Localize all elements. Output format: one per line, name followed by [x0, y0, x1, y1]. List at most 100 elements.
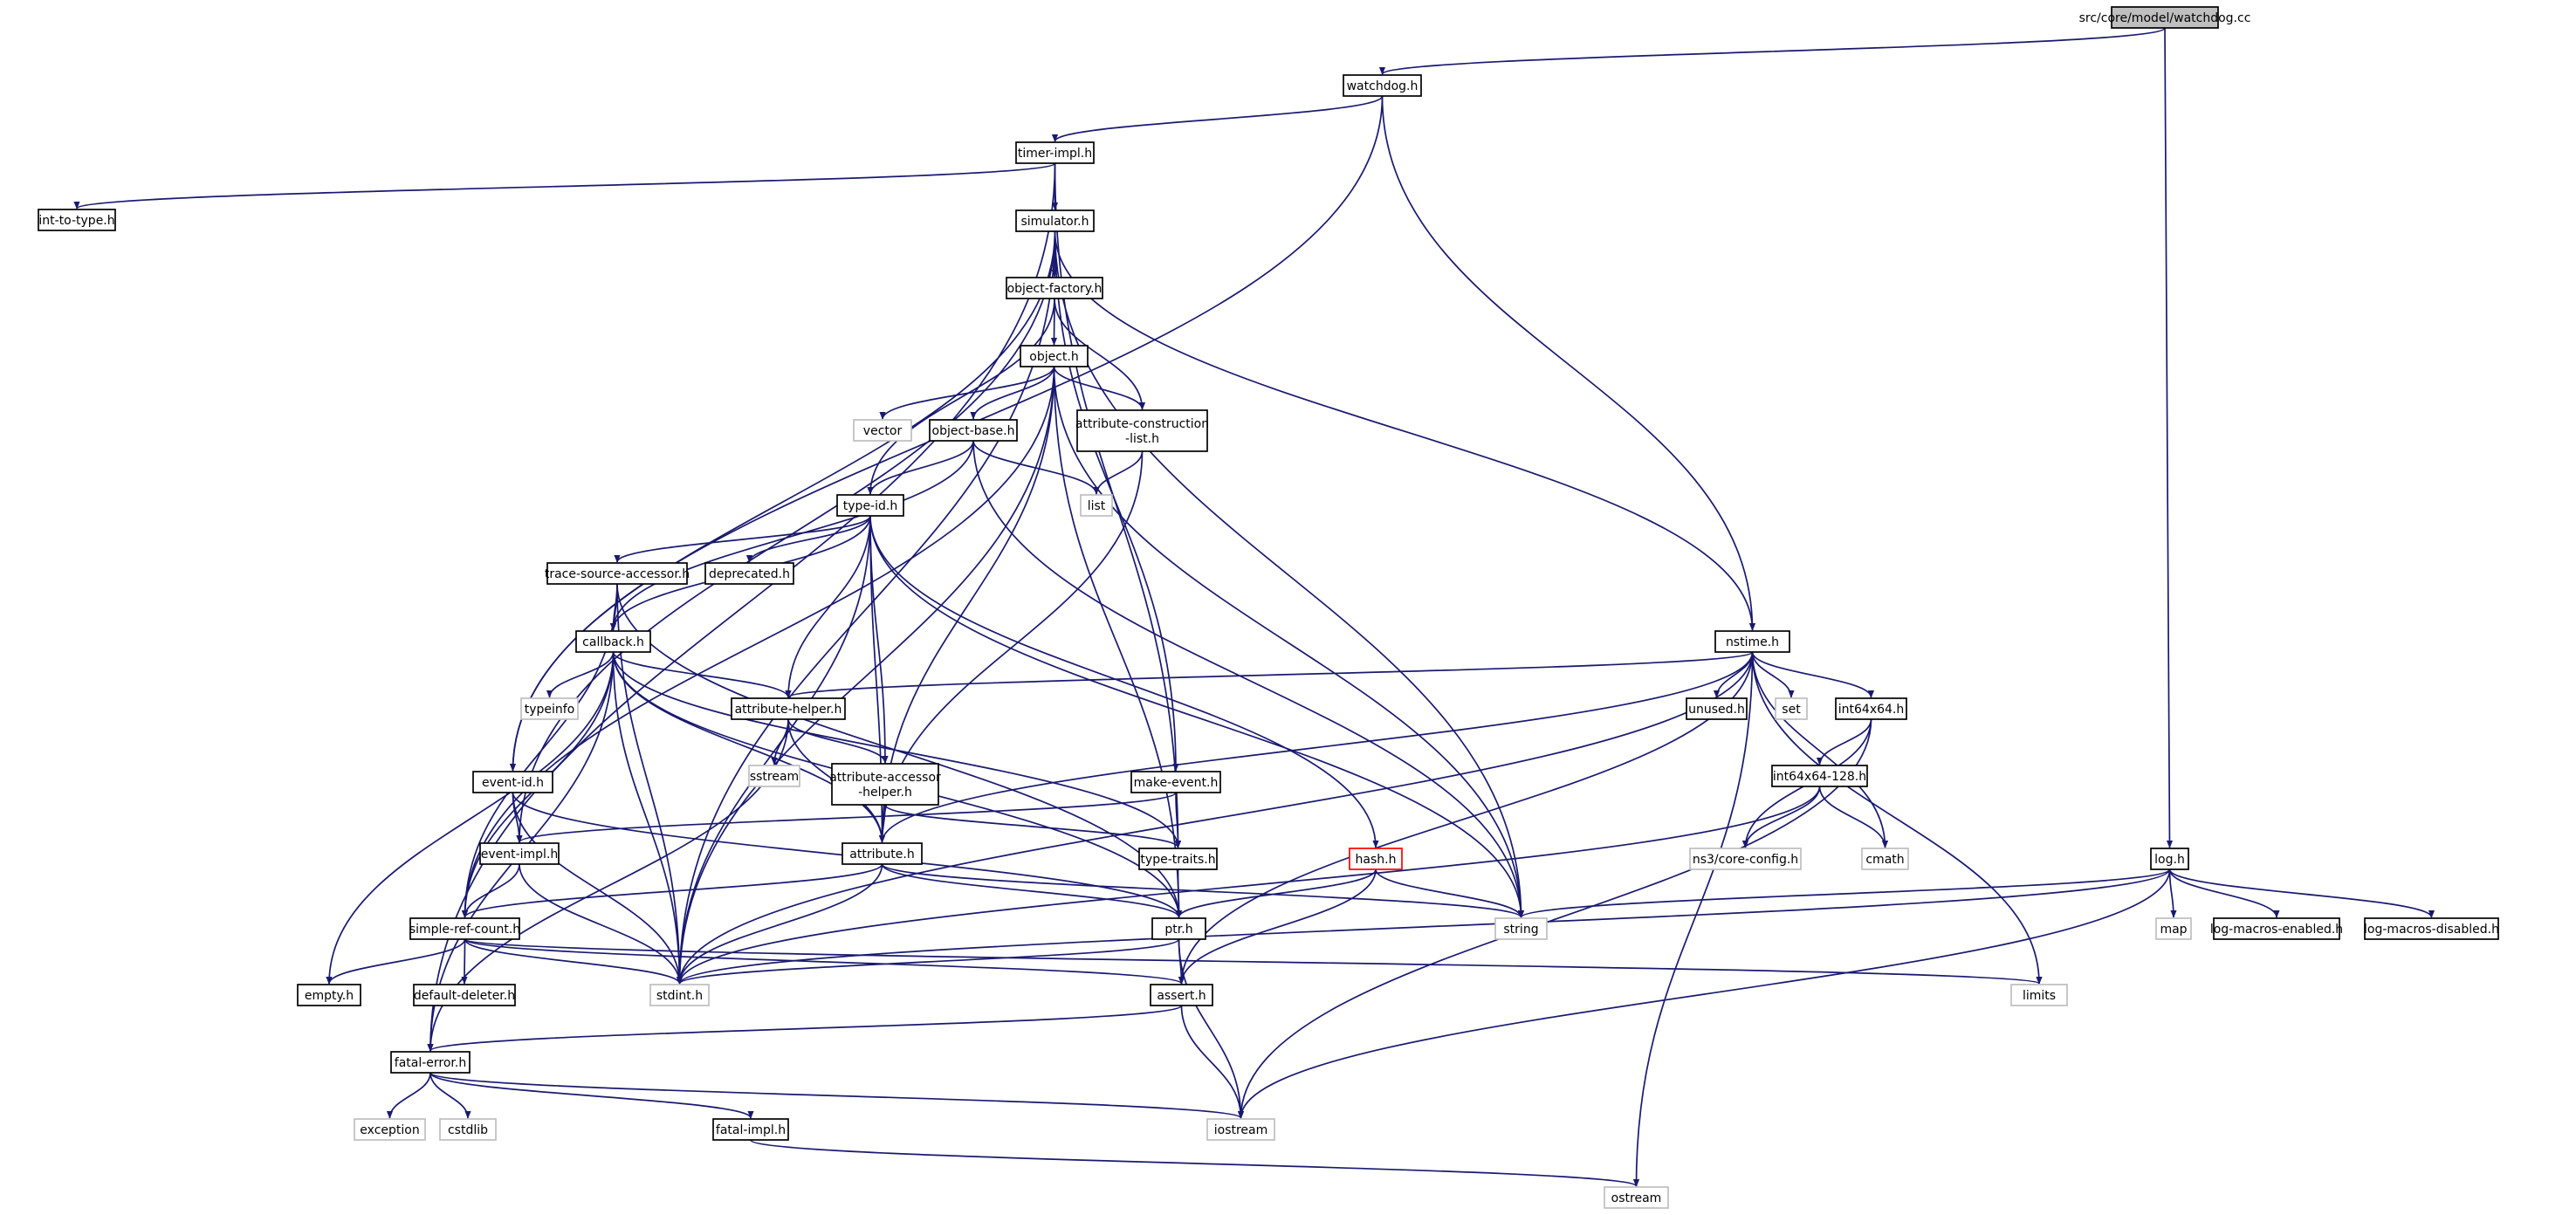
node-label-attrconstr: -list.h	[1125, 432, 1159, 446]
node-box-simulator	[1015, 209, 1095, 232]
node-attrhelper[interactable]: attribute-helper.h	[731, 697, 846, 720]
edge-attrhelper-to-attraccessor	[787, 718, 889, 764]
node-tsaccessor[interactable]: trace-source-accessor.h	[545, 562, 690, 585]
node-eventimpl[interactable]: event-impl.h	[479, 842, 560, 865]
node-iostream[interactable]: iostream	[1206, 1118, 1275, 1141]
node-attrconstr[interactable]: attribute-construction-list.h	[1075, 409, 1209, 452]
node-limits[interactable]: limits	[2010, 984, 2068, 1006]
node-box-fatalerror	[390, 1051, 471, 1074]
node-label-object: object.h	[1029, 350, 1078, 364]
node-exception[interactable]: exception	[354, 1118, 426, 1141]
edge-attribute-to-string	[881, 863, 1524, 918]
edge-ptr-to-iostream	[1178, 938, 1245, 1119]
node-box-cstdlib	[439, 1118, 497, 1141]
node-objectfactory[interactable]: object-factory.h	[1006, 277, 1103, 299]
node-coreconfig[interactable]: ns3/core-config.h	[1689, 848, 1802, 870]
node-box-timerimpl	[1015, 141, 1095, 164]
node-label-attribute: attribute.h	[849, 848, 914, 861]
node-assert[interactable]: assert.h	[1150, 984, 1213, 1006]
node-attraccessor[interactable]: attribute-accessor-helper.h	[829, 763, 941, 806]
node-defaultdeleter[interactable]: default-deleter.h	[413, 984, 516, 1006]
node-box-objectfactory	[1006, 277, 1103, 299]
node-makeevent[interactable]: make-event.h	[1130, 771, 1221, 793]
node-box-logdisabled	[2364, 917, 2499, 940]
node-label-assert: assert.h	[1157, 989, 1206, 1003]
node-label-emptyh: empty.h	[305, 989, 354, 1003]
node-label-string: string	[1503, 923, 1538, 937]
node-stdint[interactable]: stdint.h	[649, 984, 710, 1006]
edge-nstime-to-cmath	[1751, 651, 1889, 848]
node-int64x64128[interactable]: int64x64-128.h	[1771, 765, 1868, 787]
edge-typetraits-to-ptr	[1175, 868, 1183, 918]
node-attribute[interactable]: attribute.h	[841, 842, 923, 865]
node-objectbase[interactable]: object-base.h	[929, 419, 1018, 442]
node-box-int64x64128	[1771, 765, 1868, 787]
node-typetraits[interactable]: type-traits.h	[1138, 848, 1218, 870]
node-simplerefcount[interactable]: simple-ref-count.h	[409, 917, 520, 940]
node-box-emptyh	[297, 984, 361, 1006]
node-label-exception: exception	[360, 1123, 419, 1137]
edge-object-to-string	[1053, 366, 1525, 918]
node-vector[interactable]: vector	[853, 419, 912, 442]
node-emptyh[interactable]: empty.h	[297, 984, 361, 1006]
edge-typeid-to-attrhelper	[785, 515, 871, 698]
node-logdisabled[interactable]: log-macros-disabled.h	[2364, 917, 2499, 940]
node-watchdog[interactable]: watchdog.h	[1343, 74, 1422, 97]
node-box-int64x64	[1835, 697, 1907, 720]
node-box-callback	[575, 630, 651, 653]
node-label-attraccessor: attribute-accessor	[829, 771, 941, 785]
node-eventid[interactable]: event-id.h	[472, 771, 553, 793]
node-box-coreconfig	[1689, 848, 1802, 870]
node-box-cmath	[1861, 848, 1909, 870]
node-cstdlib[interactable]: cstdlib	[439, 1118, 497, 1141]
node-ptr[interactable]: ptr.h	[1151, 917, 1206, 940]
node-box-attribute	[841, 842, 923, 865]
node-list[interactable]: list	[1080, 494, 1113, 517]
edge-int64x64128-to-cmath	[1818, 786, 1889, 848]
node-box-set	[1775, 697, 1808, 720]
node-object[interactable]: object.h	[1020, 345, 1089, 367]
node-log[interactable]: log.h	[2150, 848, 2189, 870]
node-deprecated[interactable]: deprecated.h	[704, 562, 794, 585]
node-callback[interactable]: callback.h	[575, 630, 651, 653]
node-map[interactable]: map	[2155, 917, 2192, 940]
edge-typeid-to-hash	[869, 515, 1379, 848]
node-box-typetraits	[1138, 848, 1218, 870]
node-nstime[interactable]: nstime.h	[1714, 630, 1790, 653]
edge-log-to-logenabled	[2168, 868, 2280, 918]
edge-ptr-to-stdint	[677, 938, 1180, 985]
edge-log-to-iostream	[1237, 868, 2171, 1119]
node-set[interactable]: set	[1775, 697, 1808, 720]
node-ostream[interactable]: ostream	[1604, 1186, 1669, 1209]
edge-typeid-to-tsaccessor	[614, 515, 871, 563]
node-cmath[interactable]: cmath	[1861, 848, 1909, 870]
node-box-attrconstr	[1076, 409, 1208, 452]
node-label-limits: limits	[2023, 989, 2056, 1003]
node-typeinfo[interactable]: typeinfo	[520, 697, 579, 720]
node-box-fatalimpl	[712, 1118, 789, 1141]
edge-simulator-to-string	[1054, 230, 1525, 918]
node-fatalerror[interactable]: fatal-error.h	[390, 1051, 471, 1074]
edge-fatalerror-to-cstdlib	[429, 1072, 471, 1119]
node-label-log: log.h	[2154, 853, 2185, 867]
node-label-root: src/core/model/watchdog.cc	[2079, 11, 2251, 25]
node-box-attrhelper	[731, 697, 846, 720]
node-simulator[interactable]: simulator.h	[1015, 209, 1095, 232]
node-fatalimpl[interactable]: fatal-impl.h	[712, 1118, 789, 1141]
node-timerimpl[interactable]: timer-impl.h	[1015, 141, 1095, 164]
node-label-vector: vector	[863, 424, 903, 438]
node-root[interactable]: src/core/model/watchdog.cc	[2079, 6, 2251, 29]
node-box-limits	[2010, 984, 2068, 1006]
node-label-cmath: cmath	[1865, 853, 1904, 867]
node-label-deprecated: deprecated.h	[709, 567, 790, 581]
node-int64x64[interactable]: int64x64.h	[1835, 697, 1907, 720]
node-hash[interactable]: hash.h	[1349, 848, 1403, 870]
node-box-eventimpl	[479, 842, 560, 865]
node-sstream[interactable]: sstream	[748, 765, 800, 787]
node-unused[interactable]: unused.h	[1686, 697, 1748, 720]
node-logenabled[interactable]: log-macros-enabled.h	[2210, 917, 2343, 940]
node-box-eventid	[472, 771, 553, 793]
node-string[interactable]: string	[1494, 917, 1548, 940]
node-typeid[interactable]: type-id.h	[836, 494, 904, 517]
node-inttotype[interactable]: int-to-type.h	[38, 209, 116, 231]
